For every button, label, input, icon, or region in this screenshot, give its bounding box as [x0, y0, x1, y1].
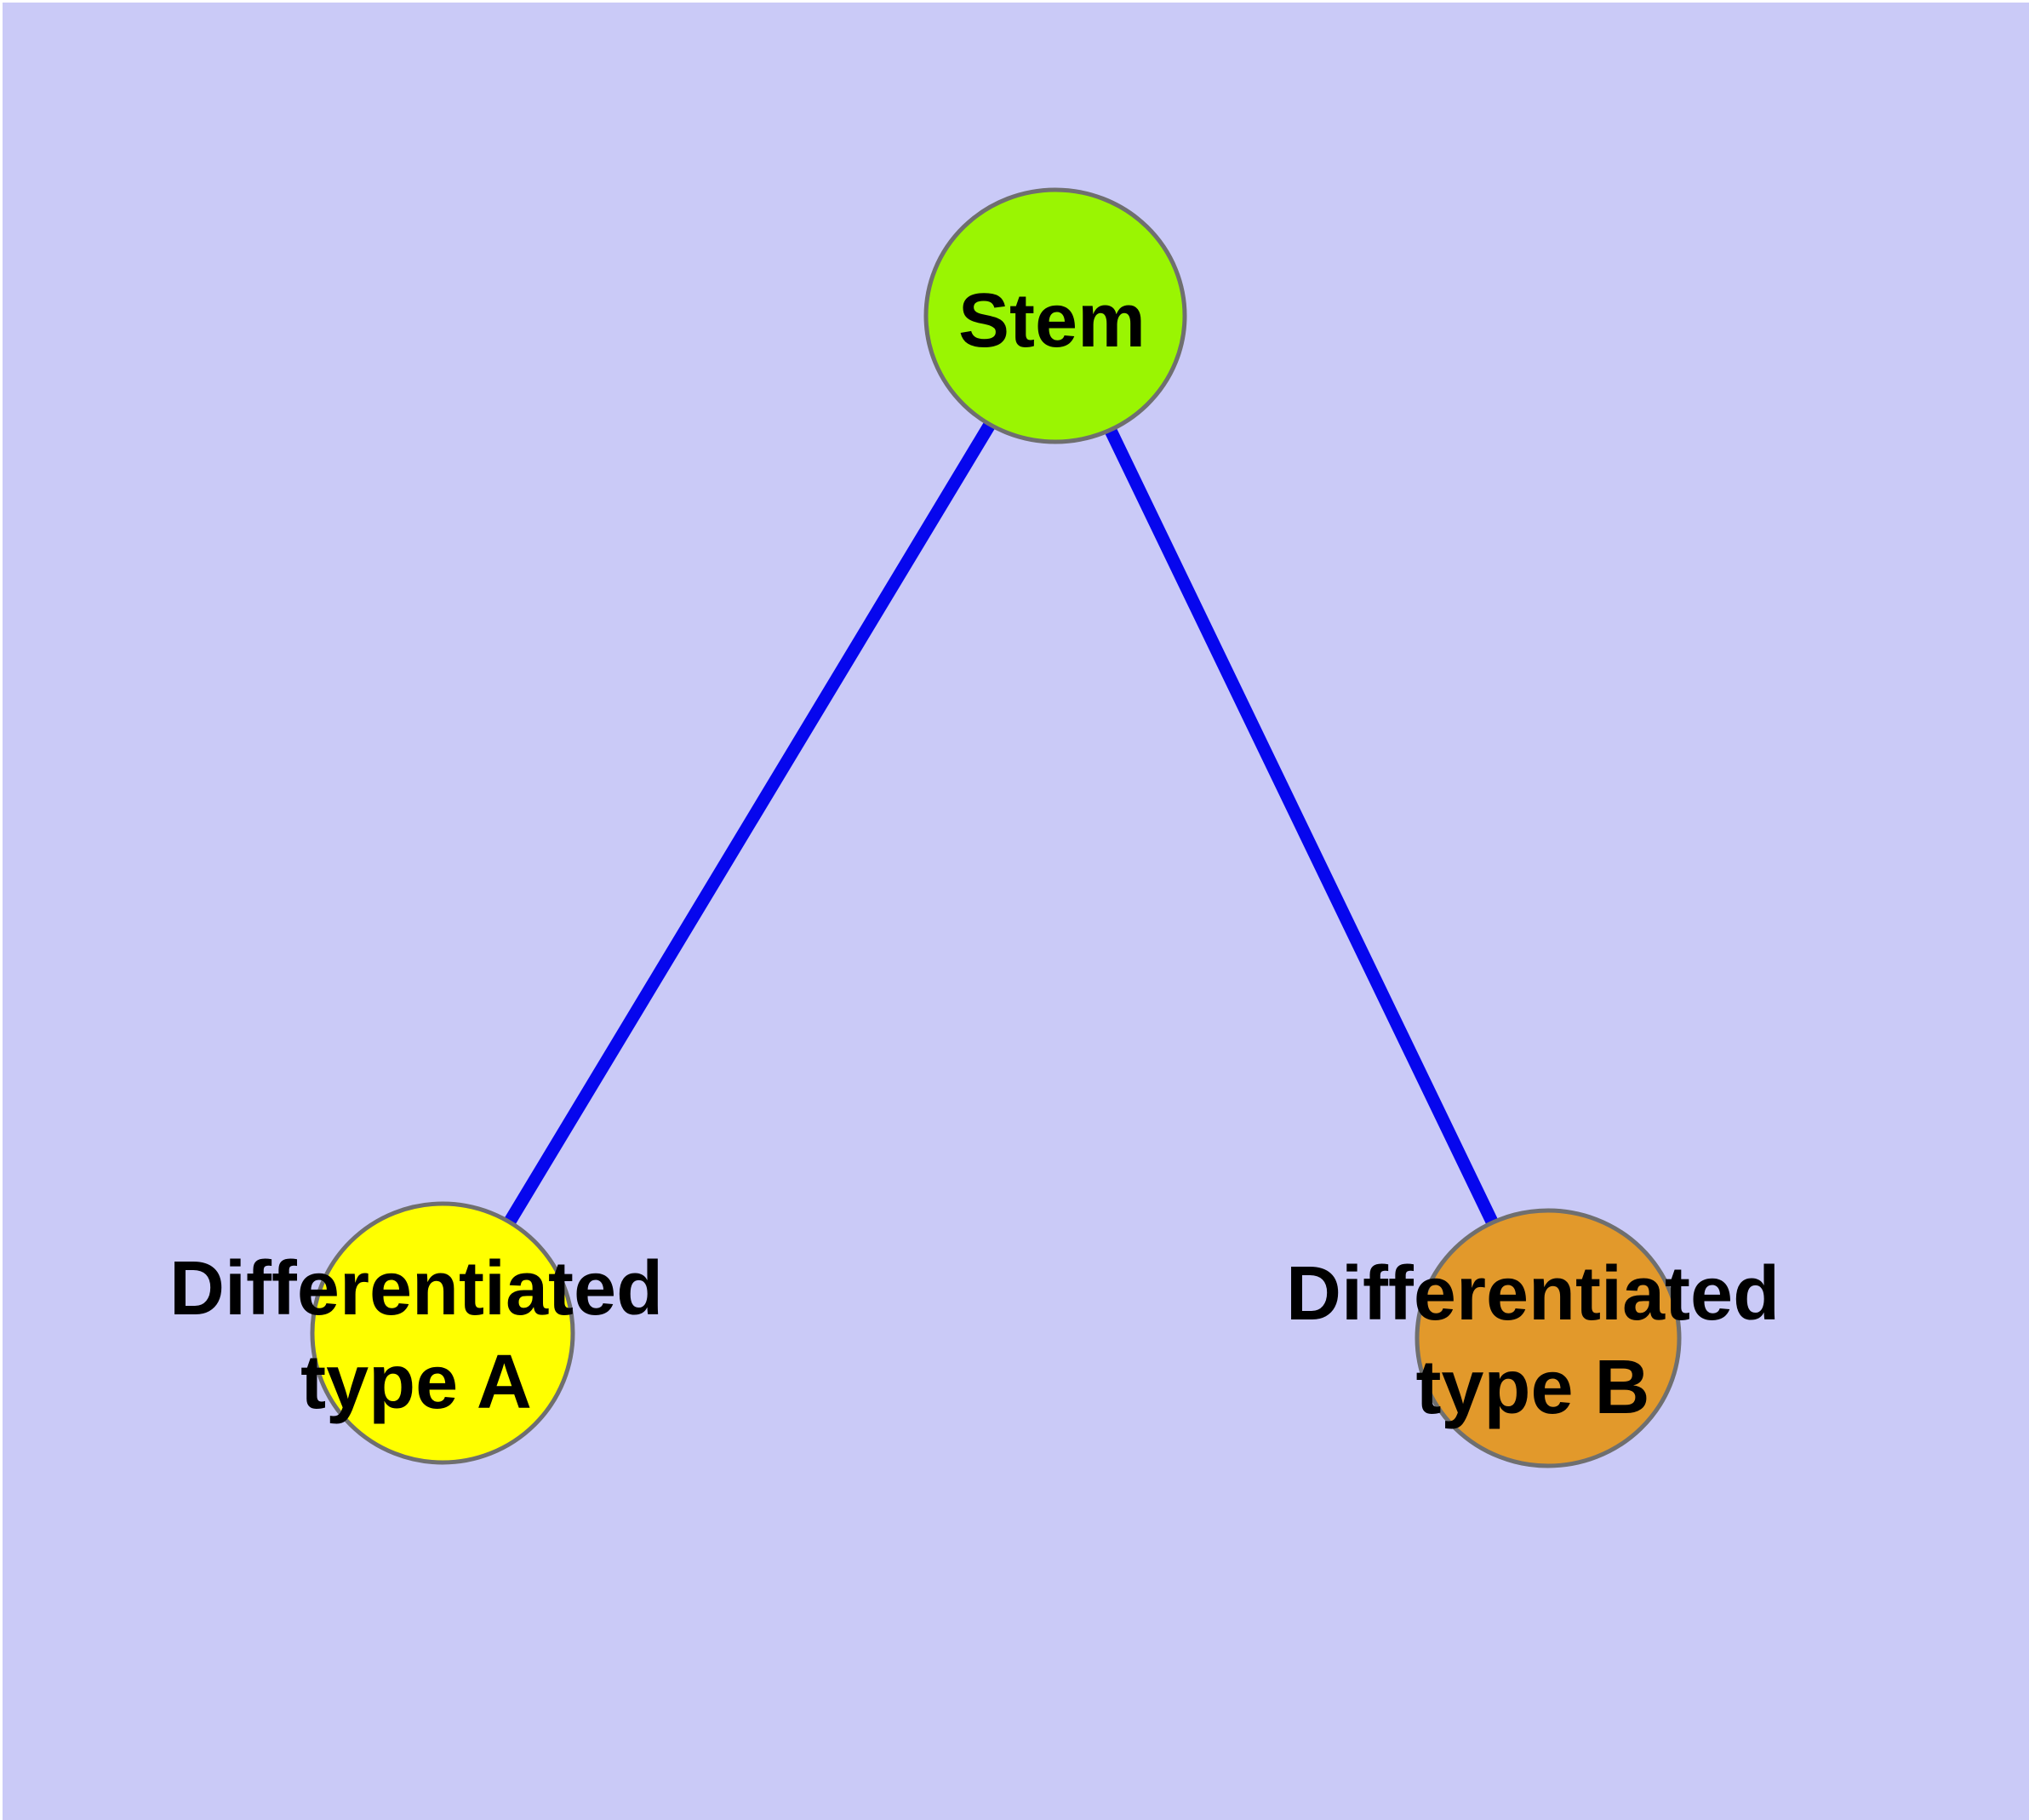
node-typeB-label-line1: Differentiated — [1285, 1251, 1780, 1336]
node-stem — [923, 187, 1187, 444]
node-stem-label-line1: Stem — [957, 278, 1146, 363]
node-typeA-label-line2: type A — [300, 1340, 532, 1425]
node-typeB-label-line2: type B — [1415, 1345, 1650, 1430]
edge-stem-to-typeB — [1049, 312, 1554, 1342]
node-typeA-label-line1: Differentiated — [169, 1246, 664, 1331]
node-stem-label: Stem — [958, 274, 1146, 368]
node-typeB-label: Differentiated type B — [1286, 1247, 1780, 1434]
node-typeB — [1415, 1208, 1682, 1468]
node-typeA — [310, 1201, 575, 1465]
node-typeA-label: Differentiated type A — [169, 1242, 663, 1429]
edge-stem-to-typeA — [437, 312, 1061, 1336]
